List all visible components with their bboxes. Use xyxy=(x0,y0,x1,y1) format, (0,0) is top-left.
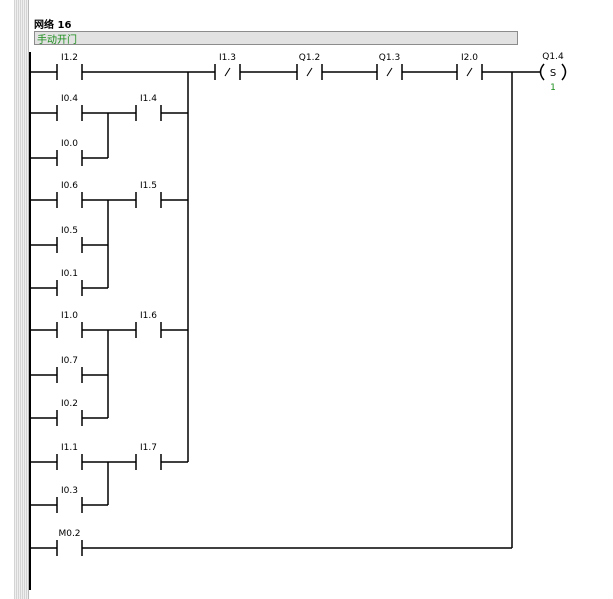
contact-label: I0.6 xyxy=(61,181,78,191)
contact-i1-0[interactable]: I1.0 xyxy=(56,311,83,338)
contact-i0-6[interactable]: I0.6 xyxy=(56,181,83,208)
coil-right-paren xyxy=(561,63,567,81)
contact-label: I1.6 xyxy=(140,311,157,321)
contact-label: I0.3 xyxy=(61,486,78,496)
contact-i1-1[interactable]: I1.1 xyxy=(56,443,83,470)
contact-label: I0.2 xyxy=(61,399,78,409)
contact-i0-2[interactable]: I0.2 xyxy=(56,399,83,426)
contact-i0-0[interactable]: I0.0 xyxy=(56,139,83,166)
contact-label: I1.4 xyxy=(140,94,157,104)
contact-i1-5[interactable]: I1.5 xyxy=(135,181,162,208)
contact-i1-6[interactable]: I1.6 xyxy=(135,311,162,338)
contact-m0-2[interactable]: M0.2 xyxy=(56,529,83,556)
contact-i1-3[interactable]: I1.3 xyxy=(214,53,241,80)
ladder-wires xyxy=(30,71,540,549)
contact-i0-4[interactable]: I0.4 xyxy=(56,94,83,121)
contact-i2-0[interactable]: I2.0 xyxy=(456,53,483,80)
contact-i0-5[interactable]: I0.5 xyxy=(56,226,83,253)
coil-set[interactable]: S Q1.4 1 xyxy=(539,52,567,93)
contact-nc-slash xyxy=(466,67,473,77)
contact-label: I1.7 xyxy=(140,443,157,453)
contact-nc-slash xyxy=(224,67,231,77)
contact-label: I1.0 xyxy=(61,311,78,321)
network-comment: 手动开门 xyxy=(37,35,77,46)
coil-instruction: S xyxy=(550,68,556,79)
contact-i0-3[interactable]: I0.3 xyxy=(56,486,83,513)
contact-i1-7[interactable]: I1.7 xyxy=(135,443,162,470)
contact-label: I0.0 xyxy=(61,139,78,149)
contact-label: I1.1 xyxy=(61,443,78,453)
network-title[interactable]: 网络 16 xyxy=(34,20,72,31)
contact-label: I2.0 xyxy=(461,53,478,63)
contact-i0-1[interactable]: I0.1 xyxy=(56,269,83,296)
contact-label: Q1.3 xyxy=(379,53,400,63)
contact-label: I1.2 xyxy=(61,53,78,63)
contact-i1-2[interactable]: I1.2 xyxy=(56,53,83,80)
contact-label: I0.4 xyxy=(61,94,78,104)
contact-label: Q1.2 xyxy=(299,53,320,63)
contact-nc-slash xyxy=(306,67,313,77)
contact-label: I1.3 xyxy=(219,53,236,63)
contact-i1-4[interactable]: I1.4 xyxy=(135,94,162,121)
contact-label: I0.7 xyxy=(61,356,78,366)
contact-label: I0.5 xyxy=(61,226,78,236)
coil-label: Q1.4 xyxy=(542,52,564,62)
contact-nc-slash xyxy=(386,67,393,77)
coil-left-paren xyxy=(539,63,545,81)
contact-label: I0.1 xyxy=(61,269,78,279)
contact-i0-7[interactable]: I0.7 xyxy=(56,356,83,383)
contact-label: I1.5 xyxy=(140,181,157,191)
coil-parameter: 1 xyxy=(550,83,556,93)
contact-label: M0.2 xyxy=(58,529,80,539)
contact-q1-3[interactable]: Q1.3 xyxy=(376,53,403,80)
network-margin-stripe xyxy=(14,0,29,599)
contact-q1-2[interactable]: Q1.2 xyxy=(296,53,323,80)
network-comment-bar[interactable]: 手动开门 xyxy=(34,31,518,46)
